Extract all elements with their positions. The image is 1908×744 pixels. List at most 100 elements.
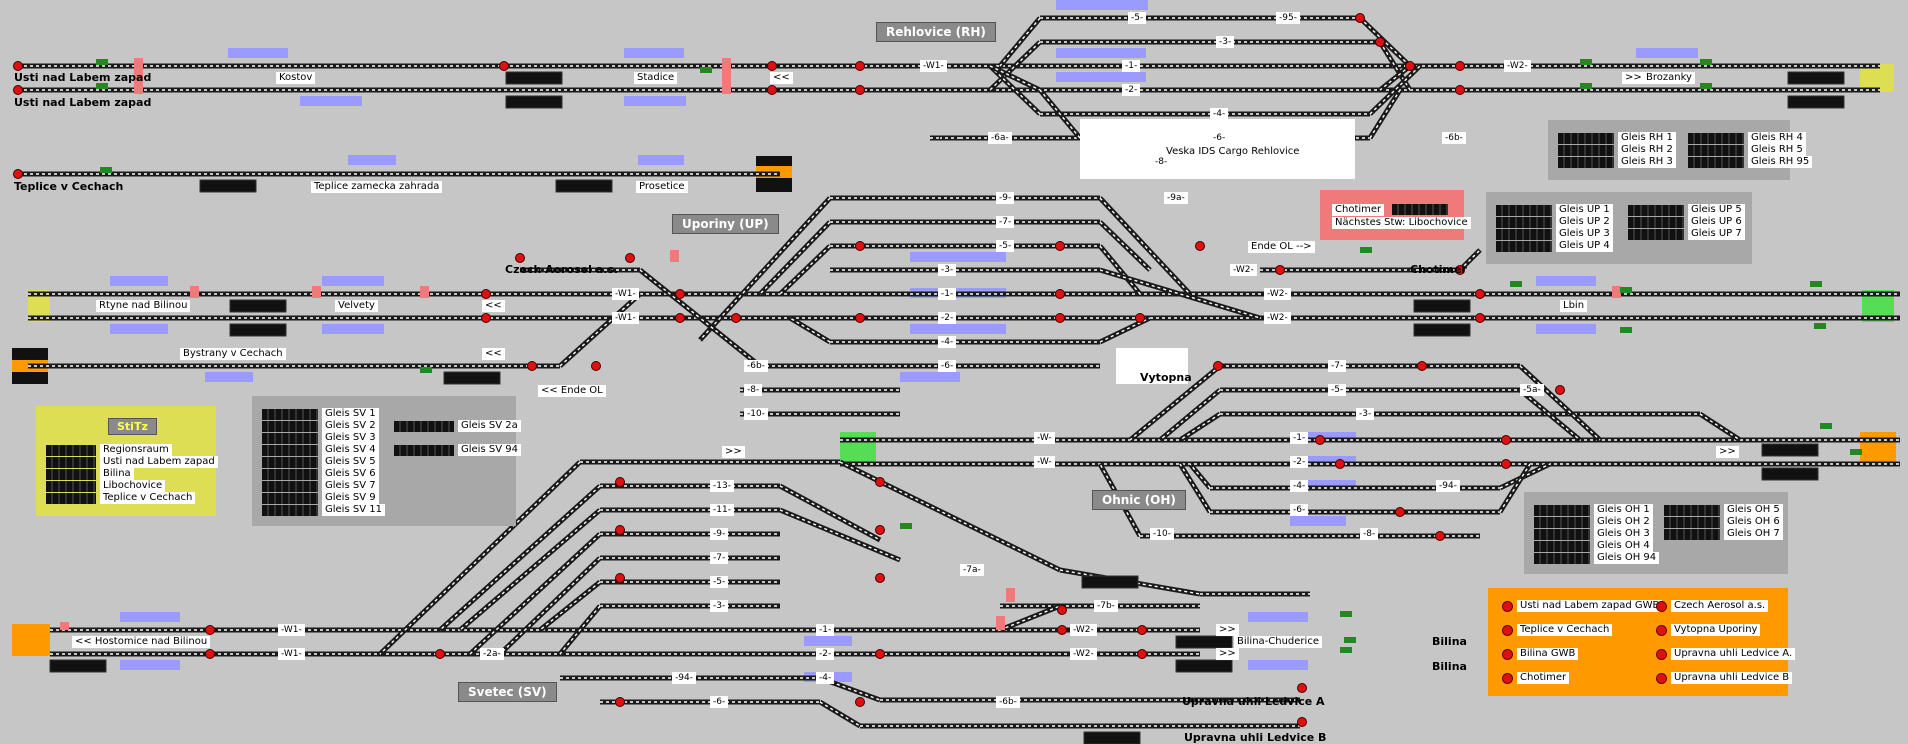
gleis-rh-95[interactable]: Gleis RH 95: [1688, 156, 1813, 168]
block-indicator: [1175, 659, 1233, 673]
track-sleepers: [1099, 245, 1141, 295]
station-ohnic[interactable]: Ohnic (OH): [1092, 490, 1186, 510]
gleis-rh-3[interactable]: Gleis RH 3: [1558, 156, 1676, 168]
direction-arrow-icon[interactable]: <<: [770, 72, 793, 84]
signal-icon: [1055, 289, 1065, 299]
platform: [1248, 612, 1308, 622]
gleis-up-6[interactable]: Gleis UP 6: [1628, 216, 1745, 228]
station-svetec[interactable]: Svetec (SV): [458, 682, 557, 702]
track-number-label: -94-: [672, 672, 696, 684]
track-number-label: -7b-: [1094, 600, 1118, 612]
label-chotimer: Chotimer: [1410, 263, 1467, 276]
track-number-label: -5-: [996, 240, 1015, 252]
gleis-sv-2a[interactable]: Gleis SV 2a: [394, 420, 521, 432]
gleis-oh-94[interactable]: Gleis OH 94: [1534, 552, 1660, 564]
gwb-ledvice-b[interactable]: Upravna uhli Ledvice B: [1656, 672, 1793, 684]
direction-arrow-icon[interactable]: <<: [482, 348, 505, 360]
signal-icon: [1475, 289, 1485, 299]
block-indicator: [1413, 299, 1471, 313]
gleis-up-7[interactable]: Gleis UP 7: [1628, 228, 1745, 240]
gleis-sv-1[interactable]: Gleis SV 1: [262, 408, 379, 420]
direction-arrow-icon[interactable]: >>: [1216, 648, 1239, 660]
gleis-up-5[interactable]: Gleis UP 5: [1628, 204, 1745, 216]
label-lbin: Lbin: [1560, 300, 1588, 312]
gleis-oh-5[interactable]: Gleis OH 5: [1664, 504, 1783, 516]
track-end-green: [840, 432, 876, 464]
label-rtyne: Rtyne nad Bilinou: [96, 300, 191, 312]
label-bilina-chuderice: Bilina-Chuderice: [1234, 636, 1322, 648]
direction-arrow-icon[interactable]: >>: [1216, 624, 1239, 636]
gleis-sv-6[interactable]: Gleis SV 6: [262, 468, 379, 480]
gwb-bilina[interactable]: Bilina GWB: [1502, 648, 1579, 660]
gleis-sv-94[interactable]: Gleis SV 94: [394, 444, 521, 456]
track-number-label: -W1-: [278, 624, 305, 636]
direction-arrow-icon[interactable]: >>: [1622, 72, 1645, 84]
gleis-sv-2[interactable]: Gleis SV 2: [262, 420, 379, 432]
gleis-oh-4[interactable]: Gleis OH 4: [1534, 540, 1653, 552]
station-uporiny[interactable]: Uporiny (UP): [672, 214, 779, 234]
direction-arrow-icon[interactable]: >>: [722, 446, 745, 458]
signal-icon: [675, 289, 685, 299]
platform: [1056, 0, 1148, 10]
direction-arrow-icon[interactable]: >>: [1716, 446, 1739, 458]
station-limit-bar: [134, 58, 143, 94]
signal-icon: [1195, 241, 1205, 251]
direction-arrow-icon[interactable]: <<: [482, 300, 505, 312]
block-indicator: [443, 371, 501, 385]
track-number-label: -8-: [744, 384, 763, 396]
gleis-up-2[interactable]: Gleis UP 2: [1496, 216, 1613, 228]
label-vytopna: Vytopna: [1140, 371, 1192, 384]
track-segment: [1497, 462, 1533, 514]
track-number-label: -95-: [1276, 12, 1300, 24]
gwb-usti[interactable]: Usti nad Labem zapad GWB: [1502, 600, 1663, 612]
gleis-oh-7[interactable]: Gleis OH 7: [1664, 528, 1783, 540]
gleis-sv-5[interactable]: Gleis SV 5: [262, 456, 379, 468]
shunt-signal-icon: [1344, 637, 1356, 643]
gleis-up-3[interactable]: Gleis UP 3: [1496, 228, 1613, 240]
gleis-oh-1[interactable]: Gleis OH 1: [1534, 504, 1653, 516]
signal-icon: [1057, 605, 1067, 615]
track-number-label: -11-: [710, 504, 734, 516]
track-end-block: [756, 156, 792, 166]
stitz-item[interactable]: Regionsraum: [46, 444, 172, 456]
gleis-rh-1[interactable]: Gleis RH 1: [1558, 132, 1676, 144]
gleis-sv-4[interactable]: Gleis SV 4: [262, 444, 379, 456]
stitz-item[interactable]: Libochovice: [46, 480, 166, 492]
gleis-rh-5[interactable]: Gleis RH 5: [1688, 144, 1806, 156]
signal-icon: [435, 649, 445, 659]
label-bilina-2: Bilina: [1432, 660, 1467, 673]
shunt-signal-icon: [1620, 287, 1632, 293]
label-bilina-1: Bilina: [1432, 635, 1467, 648]
gleis-up-1[interactable]: Gleis UP 1: [1496, 204, 1613, 216]
gleis-sv-11[interactable]: Gleis SV 11: [262, 504, 385, 516]
track-sleepers: [459, 509, 601, 631]
gwb-vytopna[interactable]: Vytopna Uporiny: [1656, 624, 1761, 636]
gleis-sv-7[interactable]: Gleis SV 7: [262, 480, 379, 492]
stitz-item[interactable]: Bilina: [46, 468, 134, 480]
gleis-oh-3[interactable]: Gleis OH 3: [1534, 528, 1653, 540]
gleis-sv-3[interactable]: Gleis SV 3: [262, 432, 379, 444]
track-number-label: -7-: [710, 552, 729, 564]
station-rehlovice[interactable]: Rehlovice (RH): [876, 22, 996, 42]
track-sleepers: [559, 329, 601, 367]
track-sleepers: [1699, 413, 1741, 441]
gleis-rh-2[interactable]: Gleis RH 2: [1558, 144, 1676, 156]
track-number-label: -13-: [710, 480, 734, 492]
gleis-oh-2[interactable]: Gleis OH 2: [1534, 516, 1653, 528]
gwb-ledvice-a[interactable]: Upravna uhli Ledvice A.: [1656, 648, 1796, 660]
label-veska: Veska IDS Cargo Rehlovice: [1166, 146, 1300, 157]
gwb-czech-aerosol[interactable]: Czech Aerosol a.s.: [1656, 600, 1769, 612]
station-limit-bar: [60, 622, 69, 630]
label-teplice-zahrada: Teplice zamecka zahrada: [311, 181, 443, 193]
gleis-oh-6[interactable]: Gleis OH 6: [1664, 516, 1783, 528]
gleis-up-4[interactable]: Gleis UP 4: [1496, 240, 1613, 252]
track-end-block: [756, 178, 792, 192]
gwb-chotimer[interactable]: Chotimer: [1502, 672, 1570, 684]
stitz-item[interactable]: Teplice v Cechach: [46, 492, 196, 504]
gwb-teplice[interactable]: Teplice v Cechach: [1502, 624, 1613, 636]
gleis-sv-9[interactable]: Gleis SV 9: [262, 492, 379, 504]
gleis-rh-4[interactable]: Gleis RH 4: [1688, 132, 1806, 144]
stitz-item[interactable]: Usti nad Labem zapad: [46, 456, 218, 468]
track-sleepers: [1129, 365, 1221, 441]
